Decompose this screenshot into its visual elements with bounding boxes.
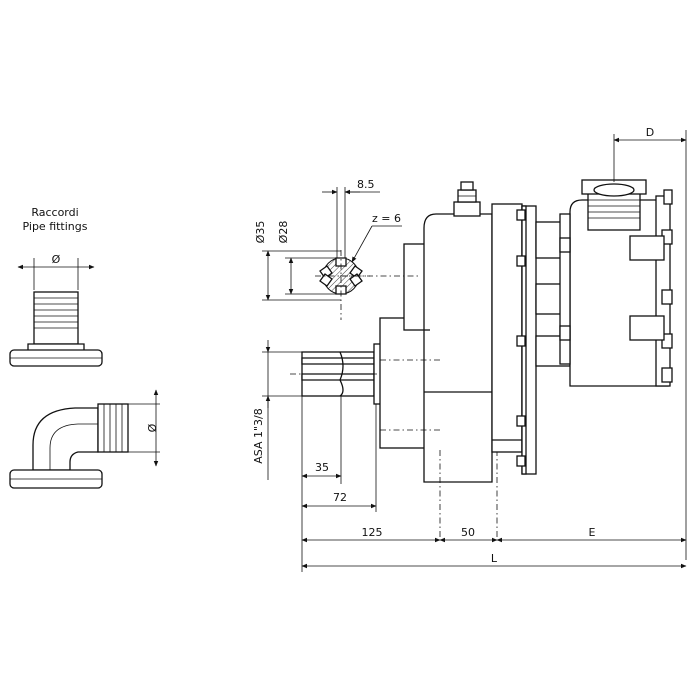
- shaft-section-group: 8.5 z = 6 Ø35 Ø28: [254, 178, 402, 320]
- dimension-125: 125: [362, 526, 383, 539]
- elbow-fitting: Ø: [9, 389, 160, 489]
- dimension-72: 72: [333, 491, 347, 504]
- elbow-fitting-diameter: Ø: [146, 423, 159, 432]
- straight-fitting-diameter: Ø: [52, 253, 61, 266]
- dimension-50: 50: [461, 526, 475, 539]
- dimension-e: E: [589, 526, 596, 539]
- filler-plug: [453, 181, 481, 217]
- fittings-title-en: Pipe fittings: [23, 220, 88, 233]
- dimension-d: D: [646, 126, 654, 139]
- flange-bolts: [516, 209, 526, 467]
- pipe-fittings-group: Raccordi Pipe fittings Ø: [9, 206, 160, 489]
- dimension-35: 35: [315, 461, 329, 474]
- outer-diameter-dimension: Ø35: [254, 221, 267, 244]
- asa-connection-label: ASA 1"3/8: [252, 408, 265, 464]
- spline-teeth-label: z = 6: [372, 212, 401, 225]
- fittings-title-it: Raccordi: [31, 206, 78, 219]
- dimensions-group: D ASA 1"3/8 35 72 125 50 E L: [252, 126, 687, 572]
- outlet-port: [581, 179, 647, 231]
- pump-head: [559, 189, 673, 387]
- inner-diameter-dimension: Ø28: [277, 221, 290, 244]
- pump-body-group: [290, 179, 673, 540]
- key-width-dimension: 8.5: [357, 178, 375, 191]
- straight-fitting: Ø: [9, 253, 103, 367]
- dimension-l: L: [491, 552, 498, 565]
- gearbox-housing: [379, 213, 498, 540]
- flange-plate: [491, 203, 537, 475]
